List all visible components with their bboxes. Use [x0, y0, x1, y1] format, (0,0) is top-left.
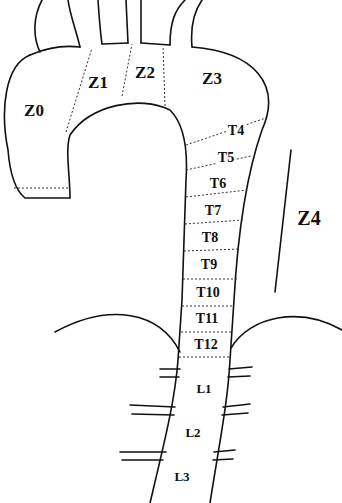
zone-divider [186, 118, 266, 145]
zone-label: Z1 [87, 74, 109, 91]
level-divider [185, 220, 243, 224]
zone-label: L1 [195, 382, 212, 395]
vessel-outline [98, 0, 102, 44]
vessel-outline [35, 0, 42, 52]
zone-divider [14, 188, 69, 189]
branch-artery [160, 367, 252, 377]
aortic-wall [4, 55, 186, 503]
level-divider [179, 357, 230, 358]
vessel-outline [170, 0, 185, 45]
level-divider [186, 190, 247, 197]
zone-label: Z3 [201, 70, 223, 87]
vessel-outline [192, 0, 202, 47]
zone-label: T4 [227, 124, 245, 138]
level-divider [182, 306, 234, 307]
zone-label: Z0 [23, 102, 45, 119]
zone-label: T9 [200, 258, 218, 272]
level-divider [183, 279, 237, 280]
branch-artery [130, 404, 250, 415]
zone-label: L2 [184, 426, 201, 439]
span-line [275, 150, 291, 292]
zone-label: Z2 [134, 64, 156, 81]
level-divider [181, 332, 232, 333]
zone-label: T6 [209, 177, 227, 191]
level-divider [184, 249, 240, 251]
diaphragm [231, 317, 342, 348]
zone-label: T11 [195, 312, 220, 326]
vessel-outline [140, 0, 142, 43]
vessel-outline [126, 0, 128, 43]
zone-label: T5 [217, 151, 235, 165]
zone-label: T12 [193, 338, 218, 352]
aortic-wall [30, 43, 268, 503]
zone-label: Z4 [296, 208, 321, 228]
diaphragm [55, 315, 180, 352]
zone-label: T10 [195, 286, 220, 300]
zone-label: T8 [201, 231, 219, 245]
zone-divider [163, 46, 165, 106]
zone-label: L3 [173, 470, 190, 483]
zone-label: T7 [204, 204, 222, 218]
branch-artery [120, 450, 235, 460]
vessel-outline [68, 0, 80, 47]
zone-divider [122, 44, 132, 96]
